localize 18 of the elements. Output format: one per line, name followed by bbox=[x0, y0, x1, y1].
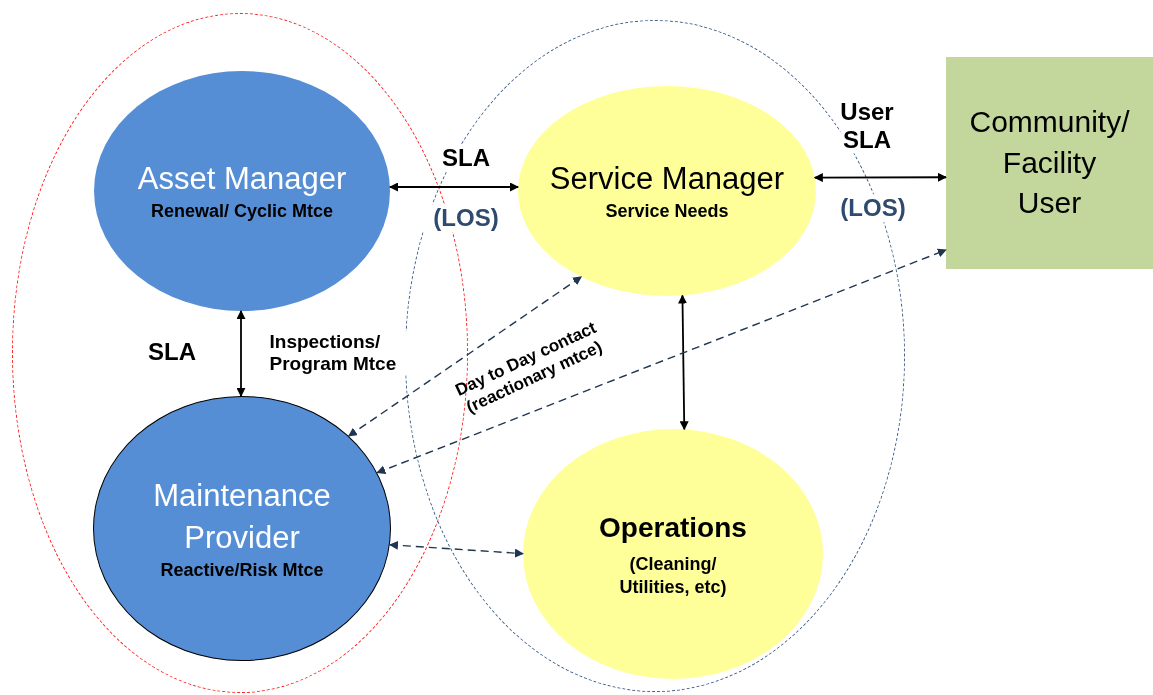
user-box bbox=[946, 57, 1153, 269]
node-subtitle: (Cleaning/ Utilities, etc) bbox=[618, 552, 728, 599]
node-title: Community/ Facility User bbox=[969, 104, 1130, 222]
arrow bbox=[389, 182, 519, 192]
dashed-arrow bbox=[376, 248, 947, 474]
arrow bbox=[813, 172, 947, 183]
node-subtitle: Renewal/ Cyclic Mtce bbox=[150, 200, 334, 224]
node-title: Maintenance Provider bbox=[152, 476, 332, 557]
node-subtitle: Service Needs bbox=[605, 200, 729, 224]
node-title: Service Manager bbox=[549, 160, 785, 199]
node-title: Operations bbox=[599, 510, 747, 545]
arrow bbox=[678, 294, 689, 431]
node-subtitle: Reactive/Risk Mtce bbox=[160, 558, 324, 582]
arrow bbox=[236, 310, 246, 397]
edge-label: SLA bbox=[442, 144, 490, 172]
dashed-arrow bbox=[348, 276, 582, 437]
dashed-arrow bbox=[389, 540, 524, 558]
node-title: Asset Manager bbox=[137, 160, 347, 199]
